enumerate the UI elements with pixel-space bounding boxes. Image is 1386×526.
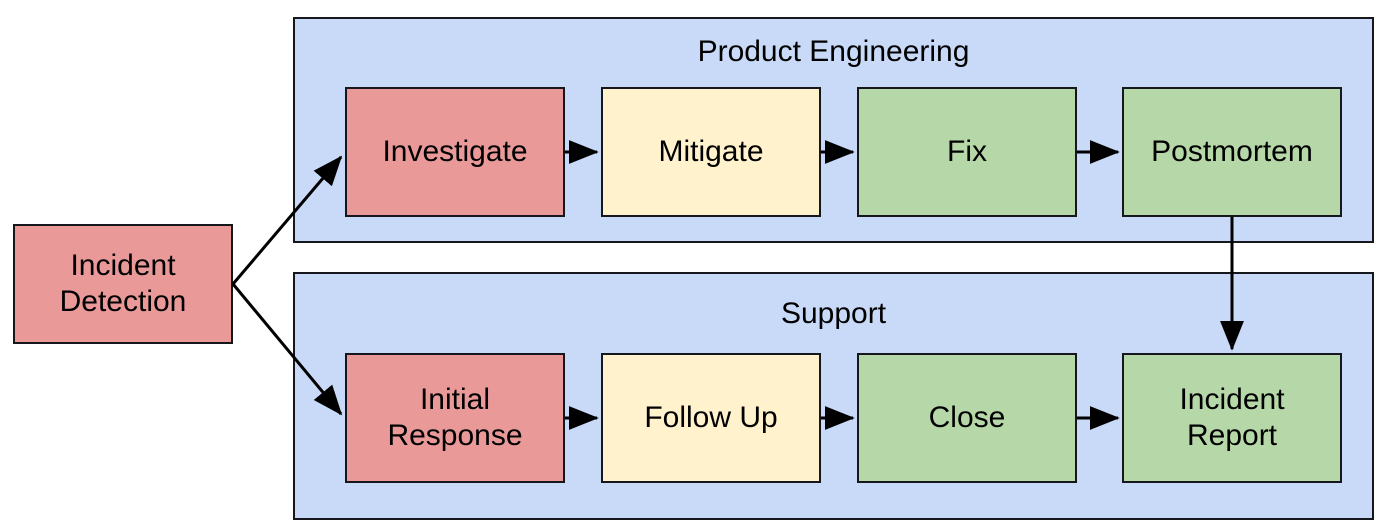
node-label-initial-response: Initial Response: [387, 383, 523, 452]
node-initial-response[interactable]: Initial Response: [345, 353, 565, 483]
node-label-incident-detection: Incident Detection: [59, 249, 187, 318]
node-label-follow-up: Follow Up: [644, 401, 778, 434]
node-label-close: Close: [928, 401, 1006, 434]
node-mitigate[interactable]: Mitigate: [601, 87, 821, 217]
node-label-postmortem: Postmortem: [1151, 135, 1313, 168]
swimlane-title-product-engineering: Product Engineering: [697, 35, 970, 68]
node-postmortem[interactable]: Postmortem: [1122, 87, 1342, 217]
node-label-incident-report: Incident Report: [1179, 383, 1285, 452]
node-label-investigate: Investigate: [382, 135, 528, 168]
node-close[interactable]: Close: [857, 353, 1077, 483]
node-label-mitigate: Mitigate: [658, 135, 764, 168]
node-label-fix: Fix: [947, 135, 987, 168]
node-incident-report[interactable]: Incident Report: [1122, 353, 1342, 483]
node-follow-up[interactable]: Follow Up: [601, 353, 821, 483]
node-incident-detection[interactable]: Incident Detection: [13, 224, 233, 344]
node-fix[interactable]: Fix: [857, 87, 1077, 217]
swimlane-title-support: Support: [780, 297, 887, 330]
node-investigate[interactable]: Investigate: [345, 87, 565, 217]
